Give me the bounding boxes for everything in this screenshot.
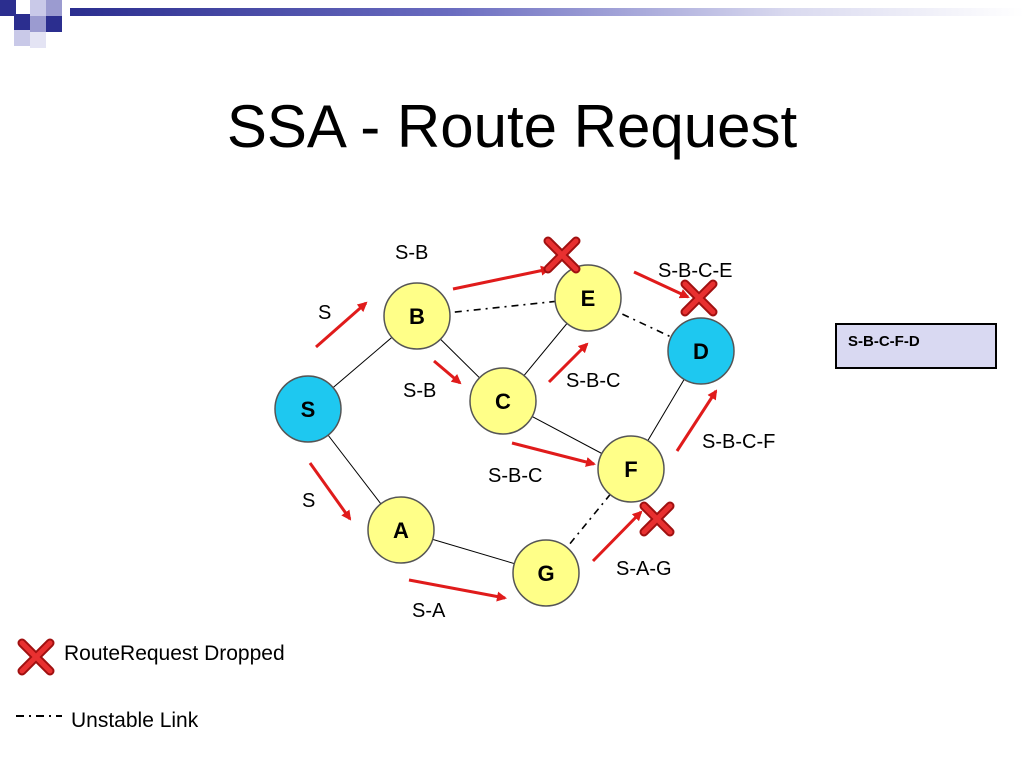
- path-label: S-B: [403, 380, 436, 402]
- node-e: E: [554, 264, 622, 332]
- arrow-s-to-a: [308, 462, 352, 521]
- node-circle: [512, 539, 580, 607]
- nodes-layer: S B E D C F A G: [274, 264, 735, 607]
- node-d: D: [667, 317, 735, 385]
- node-label: S: [301, 397, 316, 422]
- legend-dropped-label: RouteRequest Dropped: [64, 642, 285, 665]
- slide-title: SSA - Route Request: [226, 93, 798, 160]
- node-label: F: [624, 457, 637, 482]
- path-label: S-A: [412, 600, 446, 622]
- node-circle: [667, 317, 735, 385]
- node-g: G: [512, 539, 580, 607]
- cross-icon: [639, 501, 675, 537]
- arrow-c-to-f: [511, 441, 596, 467]
- node-b: B: [383, 282, 451, 350]
- node-circle: [383, 282, 451, 350]
- route-result-box: S-B-C-F-D: [835, 323, 997, 369]
- cross-icon: [680, 279, 718, 317]
- legend-unstable-label: Unstable Link: [71, 709, 199, 732]
- node-label: E: [581, 286, 596, 311]
- arrow-a-to-g: [408, 578, 507, 602]
- node-a: A: [367, 496, 435, 564]
- arrow-b-to-c: [433, 359, 462, 385]
- node-label: G: [537, 561, 554, 586]
- node-label: D: [693, 339, 709, 364]
- path-label: S-B-C: [488, 465, 542, 487]
- header-gradient-bar: [70, 8, 1024, 16]
- path-labels-layer: S-B S-B-C-E S S-B S-B-C S-B-C-F S-B-C S …: [302, 242, 775, 622]
- cross-icon: [543, 236, 581, 274]
- node-circle: [274, 375, 342, 443]
- node-f: F: [597, 435, 665, 503]
- path-label: S-B-C-F: [702, 431, 775, 453]
- node-label: B: [409, 304, 425, 329]
- arrow-e-to-d: [633, 270, 690, 299]
- path-label: S: [318, 302, 331, 324]
- node-circle: [367, 496, 435, 564]
- arrows-layer: [308, 265, 718, 602]
- arrow-s-to-b: [315, 301, 368, 349]
- arrow-g-to-f: [591, 510, 643, 563]
- path-label: S-A-G: [616, 558, 672, 580]
- arrow-f-to-d: [675, 389, 718, 452]
- node-s: S: [274, 375, 342, 443]
- legend-cross-icon: [17, 638, 55, 676]
- drop-crosses-layer: [17, 236, 718, 676]
- path-label: S-B: [395, 242, 428, 264]
- arrow-c-to-e: [547, 342, 589, 384]
- path-label: S-B-C-E: [658, 260, 732, 282]
- node-c: C: [469, 367, 537, 435]
- path-label: S: [302, 490, 315, 512]
- node-label: C: [495, 389, 511, 414]
- node-label: A: [393, 518, 409, 543]
- corner-decoration: [0, 0, 62, 48]
- node-circle: [469, 367, 537, 435]
- node-circle: [597, 435, 665, 503]
- arrow-b-to-e: [452, 265, 551, 291]
- path-label: S-B-C: [566, 370, 620, 392]
- node-circle: [554, 264, 622, 332]
